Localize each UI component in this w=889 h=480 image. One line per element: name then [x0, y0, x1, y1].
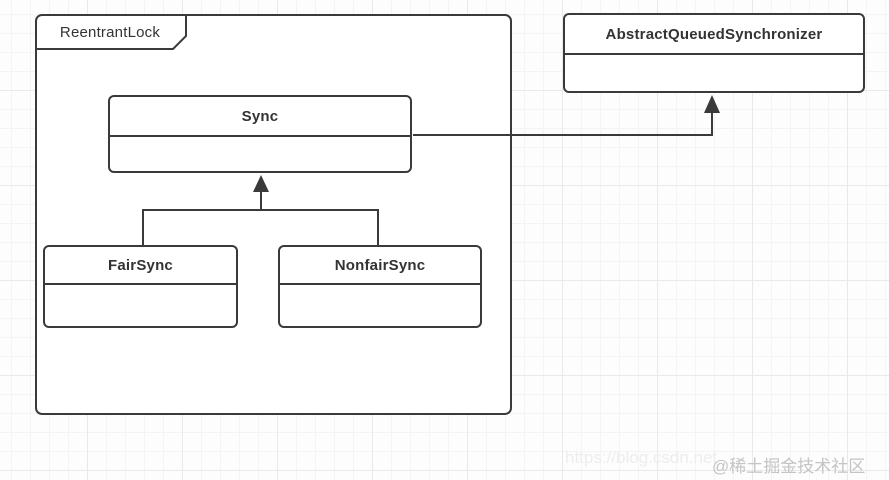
class-members-fairsync — [45, 285, 236, 326]
class-members-nonfairsync — [280, 285, 480, 326]
class-title-sync: Sync — [110, 97, 410, 137]
watermark-blog-url: https://blog.csdn.net — [565, 448, 718, 467]
class-node-aqs: AbstractQueuedSynchronizer — [563, 13, 865, 93]
class-title-aqs: AbstractQueuedSynchronizer — [565, 15, 863, 55]
package-frame-reentrantlock — [35, 14, 512, 415]
class-node-fairsync: FairSync — [43, 245, 238, 328]
class-title-fairsync: FairSync — [45, 247, 236, 285]
class-members-aqs — [565, 55, 863, 91]
class-members-sync — [110, 137, 410, 171]
package-tab-label: ReentrantLock — [59, 23, 161, 41]
class-node-sync: Sync — [108, 95, 412, 173]
watermark-juejin-community: @稀土掘金技术社区 — [712, 457, 866, 476]
class-node-nonfairsync: NonfairSync — [278, 245, 482, 328]
class-title-nonfairsync: NonfairSync — [280, 247, 480, 285]
arrowhead-to-aqs — [704, 95, 720, 113]
